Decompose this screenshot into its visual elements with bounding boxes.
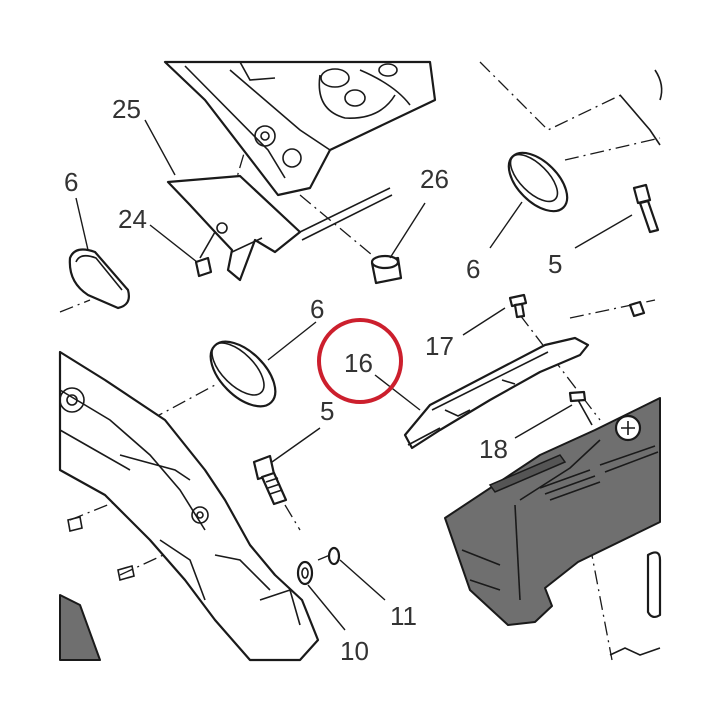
callout-26: 26 (420, 164, 449, 194)
part-10-washer (296, 560, 314, 586)
callout-labels: 25 6 24 26 6 5 6 17 16 5 18 11 10 (64, 94, 562, 666)
callout-6-right: 6 (466, 254, 480, 284)
callout-16: 16 (344, 348, 373, 378)
leader-lines (75, 119, 633, 631)
edge-fragments (609, 69, 663, 656)
part-5-bolt-center (252, 454, 288, 506)
part-6-plug-left (68, 248, 130, 310)
part-5-bolt-right (632, 183, 660, 234)
callout-6-center: 6 (310, 294, 324, 324)
callout-6-left: 6 (64, 167, 78, 197)
callout-17: 17 (425, 331, 454, 361)
callout-25: 25 (112, 94, 141, 124)
part-11-washer (327, 546, 341, 566)
part-26-bushing (370, 254, 403, 285)
part-6-plug-upper-right (507, 151, 569, 213)
callout-5-center: 5 (320, 396, 334, 426)
upper-bracket-assembly (163, 60, 437, 197)
rear-fender-part (444, 397, 661, 626)
part-16-bracket (403, 336, 590, 450)
part-6-plug-center (209, 340, 277, 408)
callout-24: 24 (118, 204, 147, 234)
callout-10: 10 (340, 636, 369, 666)
highlight-ring-part-16 (317, 318, 403, 404)
part-18-screw (568, 390, 593, 426)
part-24-screw (194, 231, 216, 278)
callout-11: 11 (390, 601, 417, 631)
callout-18: 18 (479, 434, 508, 464)
frame-assembly (58, 350, 320, 662)
callout-5-right: 5 (548, 249, 562, 279)
small-clip-right (628, 300, 646, 318)
part-17-screw (508, 293, 528, 319)
part-25-guard-plate (166, 174, 393, 282)
